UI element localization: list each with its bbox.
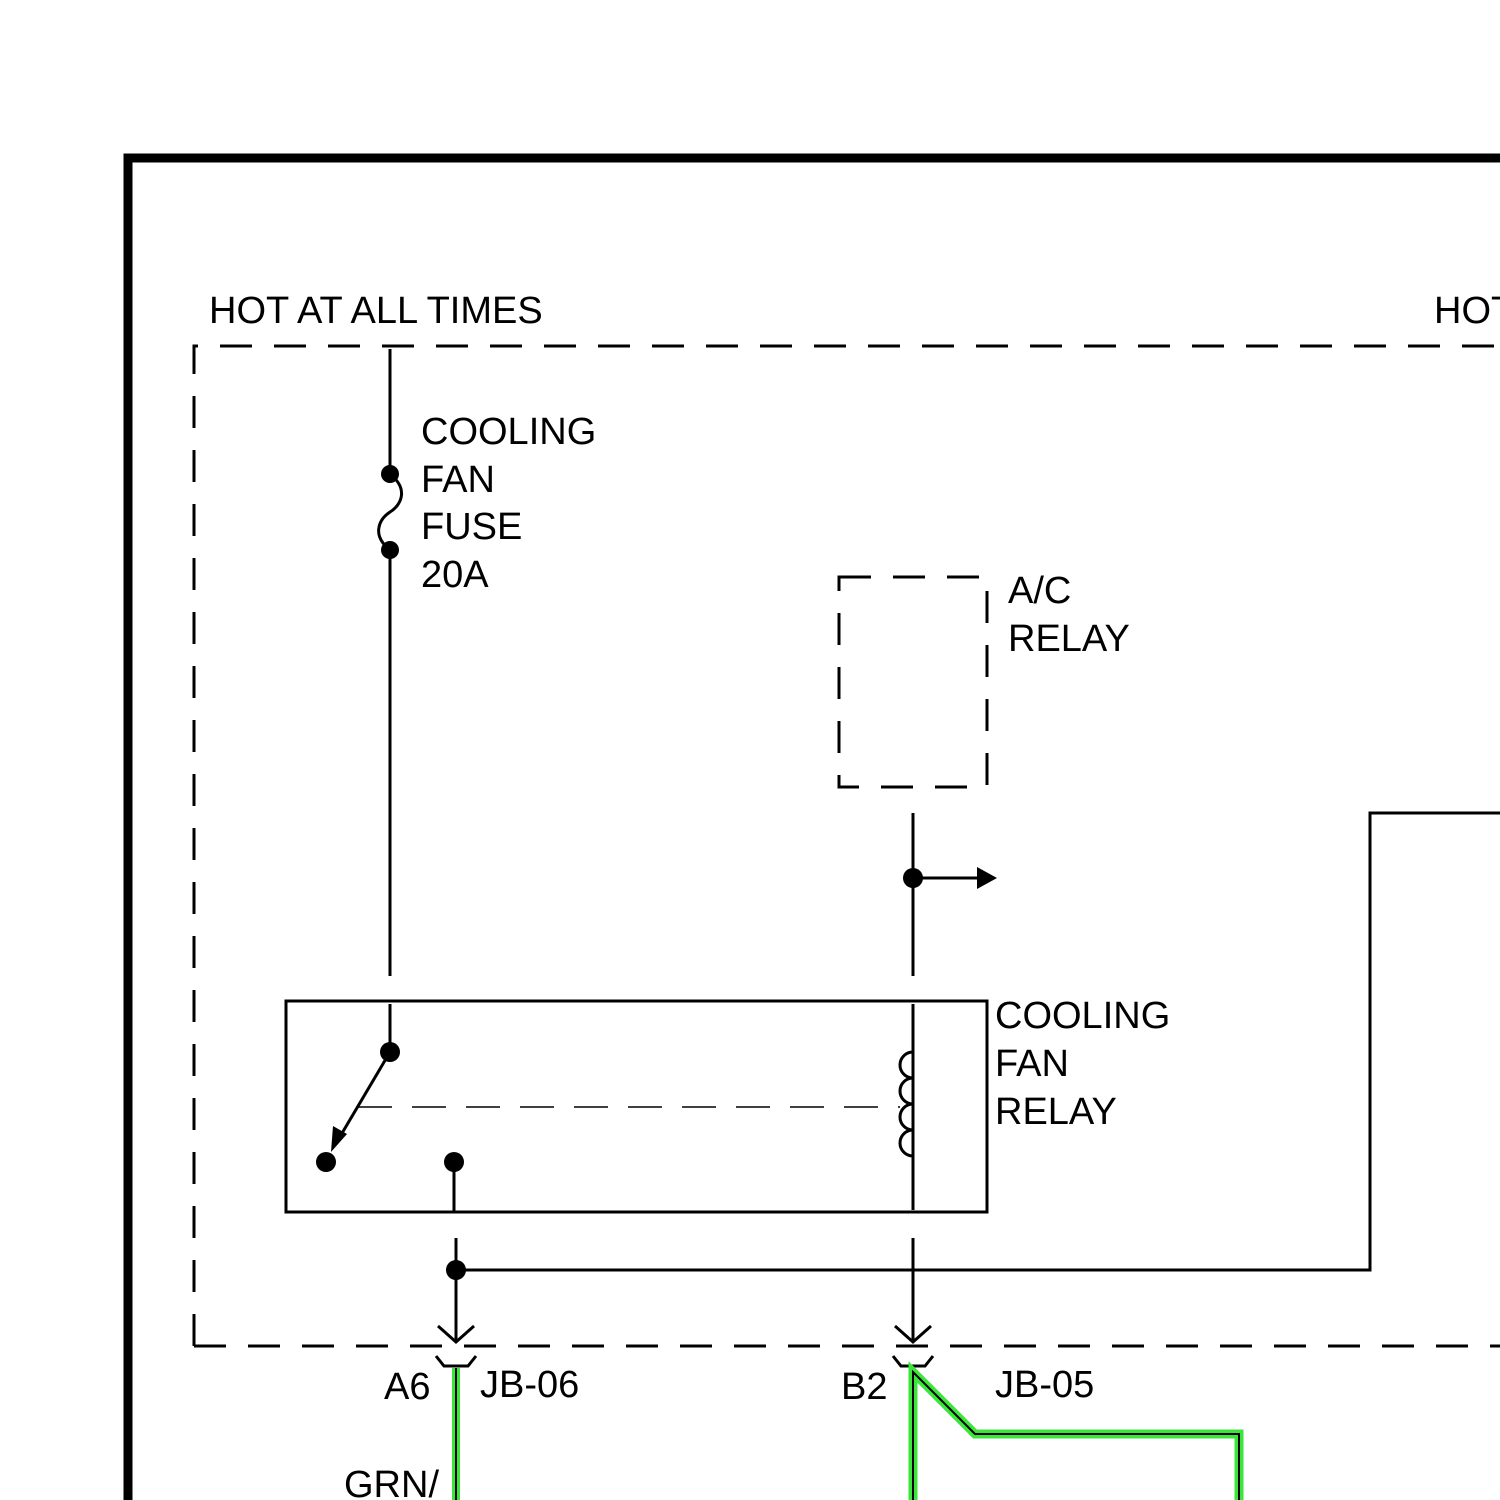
outer-frame (128, 158, 1500, 1500)
hot-at-all-times-label: HOT AT ALL TIMES (209, 290, 543, 332)
fuse-label-line2: FAN (421, 459, 495, 501)
cooling-fan-relay (286, 1001, 987, 1212)
ac-relay-label-line2: RELAY (1008, 618, 1130, 660)
fuse-symbol (379, 465, 402, 559)
branch-arrow-icon (977, 867, 997, 889)
pin-b2-label: B2 (841, 1366, 887, 1408)
ac-relay-box (839, 577, 987, 787)
fuse-rating-label: 20A (421, 554, 489, 596)
connector-jb06-label: JB-06 (480, 1364, 579, 1406)
fuse-label-line1: COOLING (421, 411, 596, 453)
relay-label-line2: FAN (995, 1043, 1069, 1085)
ac-relay-label-line1: A/C (1008, 570, 1071, 612)
a6-splice-node (446, 1260, 466, 1280)
pin-a6-label: A6 (384, 1366, 430, 1408)
relay-label-line3: RELAY (995, 1091, 1117, 1133)
connector-jb05-label: JB-05 (995, 1364, 1094, 1406)
fuse-label-line3: FUSE (421, 506, 522, 548)
relay-label-line1: COOLING (995, 995, 1170, 1037)
wire-color-label: GRN/ (344, 1464, 439, 1500)
hot-partial-label: HOT (1434, 290, 1500, 332)
